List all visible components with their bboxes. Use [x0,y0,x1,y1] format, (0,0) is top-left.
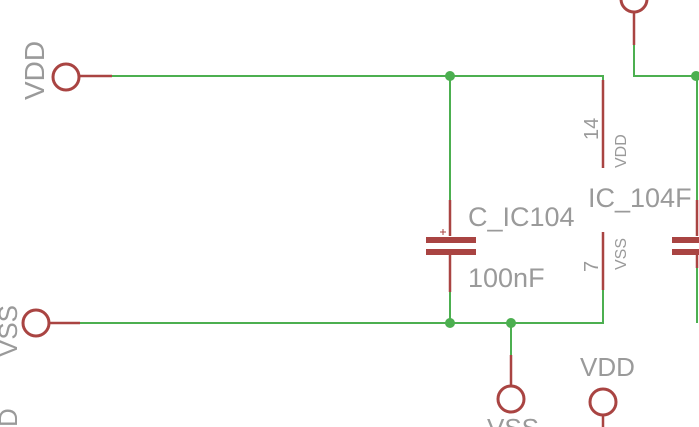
components [21,0,699,427]
vss-label-bottom: VSS [487,413,539,427]
pin-14-name: VDD [613,134,630,168]
vdd-supply-symbol-bottom[interactable] [588,387,618,417]
vss-label-left: VSS [0,305,23,357]
capacitor-c-ic104[interactable] [426,200,476,292]
vdd-label-bottom: VDD [580,352,635,382]
junction-dot [691,71,699,81]
capacitor-name-label: C_IC104 [468,202,575,232]
junction-dot [506,318,516,328]
pin-7-number: 7 [581,261,603,272]
vss-supply-symbol-bottom[interactable] [496,384,526,414]
wire-vss-rail[interactable] [50,290,604,324]
pin-7-name: VSS [613,238,630,270]
capacitor-right-partial[interactable] [672,200,699,268]
capacitor-value-label: 100nF [468,263,545,293]
vdd-supply-symbol-left[interactable] [51,62,81,92]
junction-dot [445,71,455,81]
junction-dot [445,318,455,328]
vss-supply-symbol-left[interactable] [21,308,51,338]
wire-vdd-rail[interactable] [80,75,604,80]
supply-symbol-top-right[interactable] [619,0,649,14]
ic-name-label: IC_104F [588,183,692,213]
wire-right-top[interactable] [633,12,699,77]
d-label-left-bottom: D [0,408,23,427]
pin-14-number: 14 [581,118,603,140]
vdd-label-left: VDD [19,41,50,100]
junctions [445,71,699,328]
